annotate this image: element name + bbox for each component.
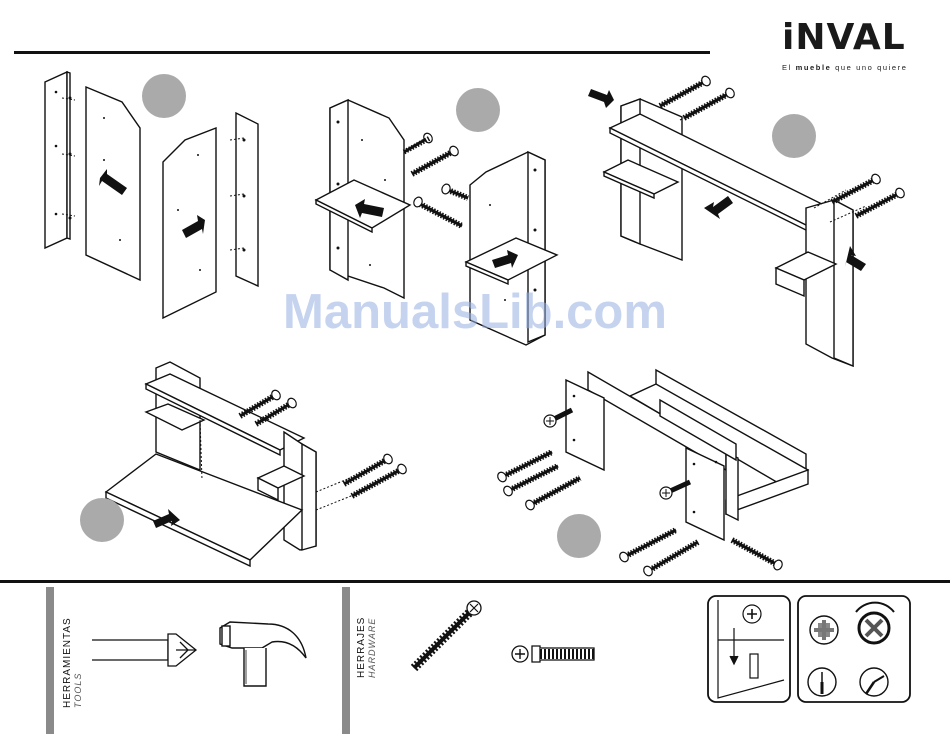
tighten-instruction-icon [0,0,950,734]
